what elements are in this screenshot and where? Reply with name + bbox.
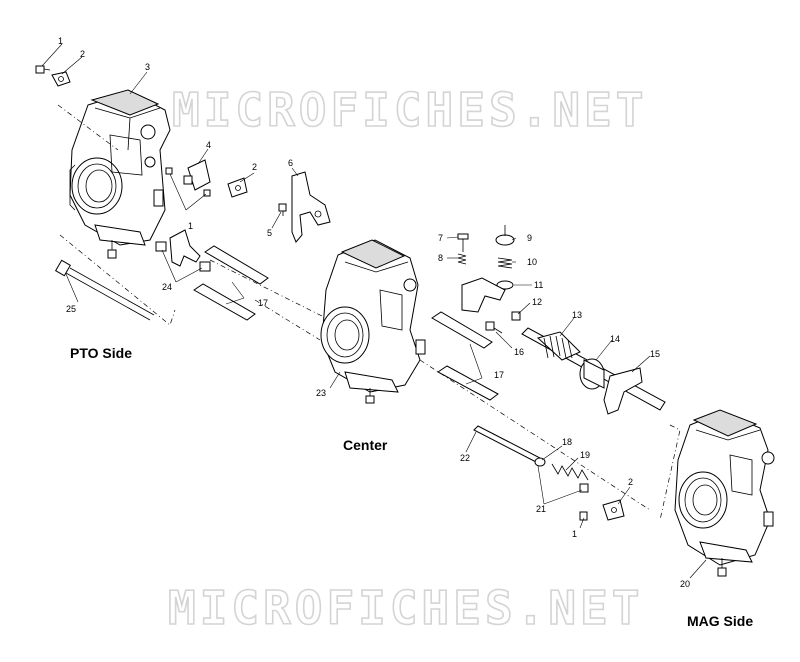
pto-carburetor <box>69 89 171 259</box>
clip-part-2-b <box>227 177 248 198</box>
callout-numbers: 1 2 3 4 2 1 6 5 7 8 9 10 11 12 13 14 15 … <box>58 36 690 589</box>
lever-assembly <box>461 277 506 313</box>
screw-part-16 <box>485 321 503 334</box>
spring-part-10 <box>497 257 513 269</box>
assembly-line-mag-box <box>659 424 681 521</box>
callout-2: 2 <box>80 49 85 59</box>
nut-part-9 <box>495 225 515 246</box>
callout-3: 3 <box>145 62 150 72</box>
clip-part-2-c <box>602 499 625 521</box>
callout-1-c: 1 <box>572 529 577 539</box>
rod-part-22 <box>473 425 541 463</box>
assembly-line-top <box>57 104 119 151</box>
screw-part-5 <box>278 203 287 216</box>
label-mag-side: MAG Side <box>687 613 753 629</box>
clip-part-12 <box>511 311 521 321</box>
assembly-line-tubes <box>254 299 321 341</box>
callout-20: 20 <box>680 579 690 589</box>
callout-4: 4 <box>206 140 211 150</box>
center-carburetor <box>320 239 426 404</box>
callout-17-b: 17 <box>494 370 504 380</box>
callout-5: 5 <box>267 228 272 238</box>
callout-17-a: 17 <box>258 298 268 308</box>
callout-7: 7 <box>438 233 443 243</box>
mag-carburetor <box>674 409 775 577</box>
bolt-part-25 <box>54 259 155 321</box>
callout-2-c: 2 <box>628 477 633 487</box>
spring-part-8 <box>457 253 467 265</box>
clip-part-2 <box>51 71 71 87</box>
callout-1-b: 1 <box>188 221 193 231</box>
callout-8: 8 <box>438 253 443 263</box>
lever-part-6 <box>291 171 331 243</box>
assembly-line-pto <box>59 234 176 326</box>
lever-part-15 <box>603 367 643 415</box>
assembly-line-center-mag <box>419 359 651 511</box>
screw-part-7 <box>457 233 469 252</box>
bracket-part-4 <box>183 159 211 191</box>
callout-13: 13 <box>572 310 582 320</box>
callout-24: 24 <box>162 282 172 292</box>
fitting-part-24 <box>155 229 211 272</box>
label-pto-side: PTO Side <box>70 345 132 361</box>
callout-21: 21 <box>536 504 546 514</box>
watermark-top: MICROFICHES.NET <box>172 83 647 137</box>
watermark-bottom: MICROFICHES.NET <box>168 581 643 635</box>
callout-16: 16 <box>514 347 524 357</box>
callout-6: 6 <box>288 158 293 168</box>
callout-25: 25 <box>66 304 76 314</box>
tube-part-17-a <box>193 245 269 321</box>
leader-lines <box>41 43 707 579</box>
callout-2-b: 2 <box>252 162 257 172</box>
callout-14: 14 <box>610 334 620 344</box>
callout-10: 10 <box>527 257 537 267</box>
callout-11: 11 <box>534 280 543 290</box>
assembly-line-mid <box>209 259 331 321</box>
callout-23: 23 <box>316 388 326 398</box>
callout-1: 1 <box>58 36 63 46</box>
screws-part-1-b <box>165 167 211 197</box>
callout-22: 22 <box>460 453 470 463</box>
callout-12: 12 <box>532 297 542 307</box>
screw-part-1 <box>35 65 51 74</box>
callout-18: 18 <box>562 437 572 447</box>
callout-19: 19 <box>580 450 590 460</box>
washer-part-11 <box>496 280 514 290</box>
spring-part-19 <box>551 463 589 493</box>
callout-9: 9 <box>527 233 532 243</box>
label-center: Center <box>343 437 388 453</box>
callout-15: 15 <box>650 349 660 359</box>
bushing-part-14 <box>579 358 605 390</box>
